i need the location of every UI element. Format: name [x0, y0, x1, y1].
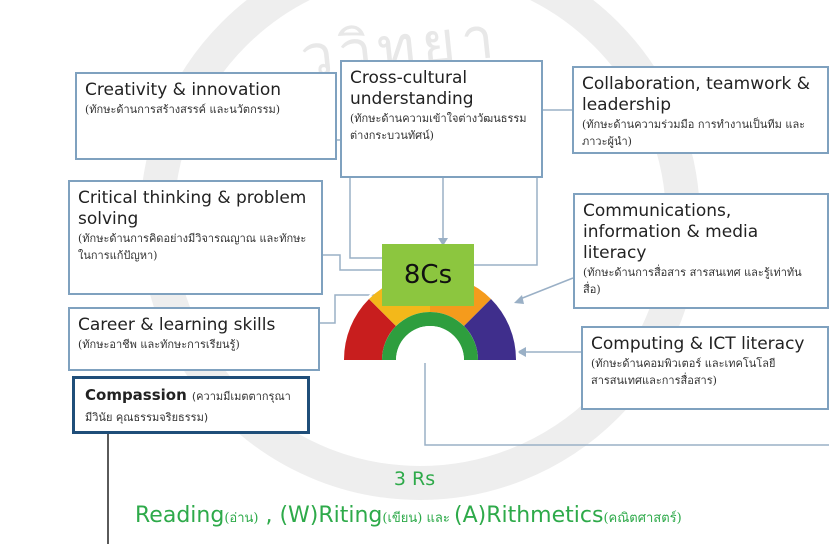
connector-compassion — [424, 363, 829, 446]
creativity-thai: (ทักษะด้านการสร้างสรรค์ และนวัตกรรม) — [85, 103, 281, 116]
box-compassion: Compassion (ความมีเมตตากรุณา มีวินัย คุณ… — [72, 376, 310, 434]
rs-reading: Reading — [135, 503, 225, 528]
box-communications: Communications, information & media lite… — [573, 193, 829, 309]
career-title: Career & learning skills — [78, 315, 276, 335]
collaboration-title: Collaboration, teamwork & leadership — [582, 74, 811, 115]
compassion-thai: (ความมีเมตตากรุณา มีวินัย คุณธรรมจริยธรร… — [85, 390, 291, 424]
rs-arith: (A)Rithmetics — [453, 503, 604, 528]
connector-career — [320, 294, 380, 324]
rs-arith-thai: (คณิตศาสตร์) — [603, 511, 682, 526]
career-thai: (ทักษะอาชีพ และทักษะการเรียนรู้) — [78, 338, 240, 351]
connector-communications — [519, 277, 574, 300]
arrowhead-crosscultural — [438, 238, 448, 246]
rs-writing-thai: (เขียน) — [382, 511, 423, 526]
computing-title: Computing & ICT literacy — [591, 334, 805, 354]
arc-segment-purple — [464, 299, 517, 360]
rs-title: 3 Rs — [393, 468, 436, 490]
arrowhead-computing — [517, 347, 526, 357]
critical-thai: (ทักษะด้านการคิดอย่างมีวิจารณญาณ และทักษ… — [78, 232, 307, 262]
arc-inner-white — [396, 326, 464, 360]
rs-reading-thai: (อ่าน) — [224, 511, 259, 526]
arrowhead-communications — [514, 295, 524, 304]
connector-critical — [323, 254, 382, 271]
arc-inner-green — [382, 312, 478, 360]
box-crosscultural: Cross-cultural understanding (ทักษะด้านค… — [340, 60, 543, 178]
critical-title: Critical thinking & problem solving — [78, 188, 307, 229]
rs-writing: (W)Riting — [279, 503, 383, 528]
arc-segment-red — [343, 299, 396, 360]
communications-title: Communications, information & media lite… — [583, 201, 759, 263]
communications-thai: (ทักษะด้านการสื่อสาร สารสนเทศ และรู้เท่า… — [583, 266, 802, 296]
center-8cs: 8Cs — [382, 244, 474, 306]
crosscultural-title: Cross-cultural understanding — [350, 68, 474, 109]
crosscultural-thai: (ทักษะด้านความเข้าใจต่างวัฒนธรรม ต่างกระ… — [350, 112, 527, 142]
box-career: Career & learning skills (ทักษะอาชีพ และ… — [68, 307, 320, 371]
rs-and: และ — [422, 511, 454, 526]
rs-sep: , — [258, 503, 280, 528]
computing-thai: (ทักษะด้านคอมพิวเตอร์ และเทคโนโลยีสารสนเ… — [591, 357, 776, 387]
collaboration-thai: (ทักษะด้านความร่วมมือ การทำงานเป็นทีม แล… — [582, 118, 806, 148]
connector-collaboration — [474, 109, 572, 266]
box-critical: Critical thinking & problem solving (ทัก… — [68, 180, 323, 295]
compassion-title: Compassion — [85, 386, 187, 404]
creativity-title: Creativity & innovation — [85, 80, 282, 100]
box-computing: Computing & ICT literacy (ทักษะด้านคอมพิ… — [581, 326, 829, 410]
rs-line: Reading(อ่าน) , (W)Riting(เขียน) และ (A)… — [135, 503, 682, 528]
box-collaboration: Collaboration, teamwork & leadership (ทั… — [572, 66, 829, 154]
box-creativity: Creativity & innovation (ทักษะด้านการสร้… — [75, 72, 337, 160]
